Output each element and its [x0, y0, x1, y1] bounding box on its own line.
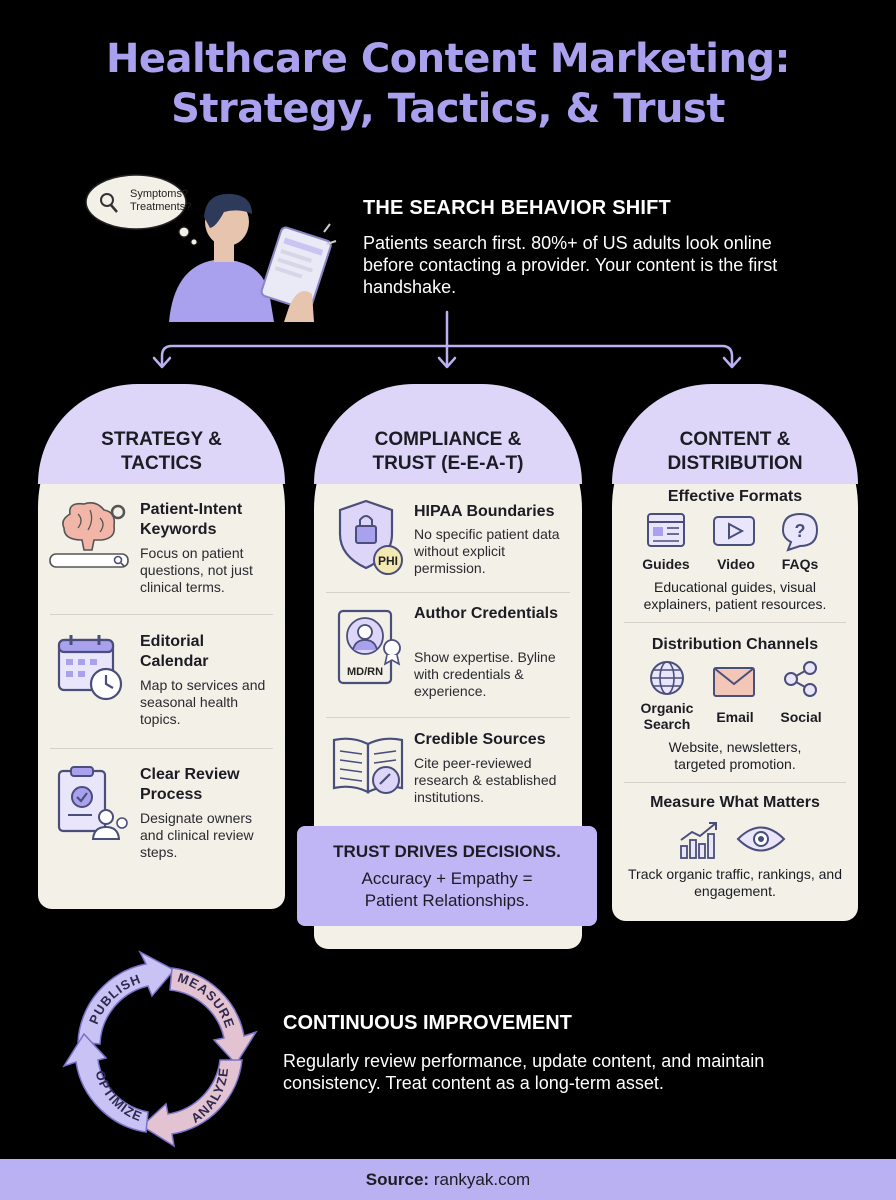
column-header: CONTENT & DISTRIBUTION [612, 384, 858, 484]
content-distribution-column: CONTENT & DISTRIBUTION Effective Formats… [612, 384, 858, 921]
branch-arrows [152, 310, 742, 369]
item-title: Editorial Calendar [140, 633, 209, 670]
channels-desc: Website, newsletters, targeted promotion… [668, 739, 802, 772]
improvement-heading: CONTINUOUS IMPROVEMENT [283, 1012, 572, 1034]
title-line-2: Strategy, Tactics, & Trust [171, 86, 725, 132]
channels-title: Distribution Channels [651, 636, 819, 653]
thought-bubble-icon [85, 174, 198, 246]
clipboard-check-icon [57, 766, 128, 840]
item-description: Map to services and seasonal health topi… [140, 677, 266, 727]
column-header: STRATEGY & TACTICS [38, 384, 285, 484]
measure-title: Measure What Matters [650, 794, 820, 811]
bar-chart-growth-icon [680, 822, 717, 859]
format-label: Video [717, 556, 755, 572]
channel-label: Email [716, 709, 754, 725]
channel-label: Social [780, 709, 822, 725]
search-shift-heading: THE SEARCH BEHAVIOR SHIFT [363, 197, 671, 219]
formats-title: Effective Formats [667, 488, 803, 505]
item-description: No specific patient data without explici… [414, 526, 560, 576]
trust-text: Accuracy + Empathy = Patient Relationshi… [361, 869, 533, 910]
email-icon [713, 667, 755, 697]
divider [624, 782, 846, 783]
format-label: Guides [642, 556, 690, 572]
improvement-cycle-diagram: PUBLISH MEASURE ANALYZE OPTIMIZE [62, 950, 258, 1148]
strategy-tactics-column: STRATEGY & TACTICS Patient-Intent Keywor… [38, 384, 285, 909]
bubble-text-1: Symptoms? [130, 188, 188, 200]
divider [50, 614, 273, 615]
item-title: Author Credentials [414, 605, 559, 622]
question-bubble-icon: ? [781, 512, 819, 552]
bubble-text-2: Treatments? [130, 201, 191, 213]
md-rn-badge-text: MD/RN [347, 666, 383, 678]
item-description: Designate owners and clinical review ste… [140, 810, 254, 860]
formats-desc: Educational guides, visual explainers, p… [643, 579, 827, 612]
brain-search-icon [49, 502, 129, 568]
book-link-icon [332, 737, 404, 794]
search-shift-text: Patients search first. 80%+ of US adults… [363, 233, 778, 297]
item-description: Focus on patient questions, not just cli… [140, 545, 253, 595]
format-label: FAQs [781, 556, 819, 572]
eye-icon [736, 826, 786, 852]
trust-callout: TRUST DRIVES DECISIONS. Accuracy + Empat… [297, 826, 597, 926]
divider [326, 592, 570, 593]
shield-lock-icon: PHI [338, 499, 403, 575]
calendar-clock-icon [57, 635, 123, 701]
guide-icon [647, 513, 685, 547]
title-line-1: Healthcare Content Marketing: [105, 36, 791, 82]
item-title: Credible Sources [414, 731, 546, 748]
item-description: Show expertise. Byline with credentials … [414, 649, 556, 699]
share-icon [784, 661, 817, 697]
divider [326, 717, 570, 718]
source-link[interactable]: rankyak.com [433, 1170, 531, 1189]
video-icon [713, 516, 755, 546]
trust-title: TRUST DRIVES DECISIONS. [333, 842, 561, 861]
column-header: COMPLIANCE & TRUST (E-E-A-T) [314, 384, 582, 484]
svg-text:?: ? [795, 521, 806, 541]
item-description: Cite peer-reviewed research & establishe… [414, 755, 557, 805]
page-title: Healthcare Content Marketing: Strategy, … [0, 34, 896, 134]
source-label: Source: [365, 1170, 430, 1189]
item-title: Patient-Intent Keywords [140, 501, 243, 538]
channel-label: Organic Search [640, 700, 694, 732]
item-title: Clear Review Process [140, 766, 240, 803]
divider [624, 622, 846, 623]
item-title: HIPAA Boundaries [414, 503, 555, 520]
source-footer: Source: rankyak.com [0, 1159, 896, 1200]
divider [50, 748, 273, 749]
measure-desc: Track organic traffic, rankings, and eng… [628, 866, 842, 899]
improvement-text: Regularly review performance, update con… [283, 1051, 765, 1093]
doctor-badge-icon: MD/RN [337, 609, 401, 685]
globe-icon [650, 661, 684, 695]
person-searching-illustration: Symptoms? Treatments? [85, 174, 337, 322]
phi-badge-text: PHI [378, 554, 398, 568]
